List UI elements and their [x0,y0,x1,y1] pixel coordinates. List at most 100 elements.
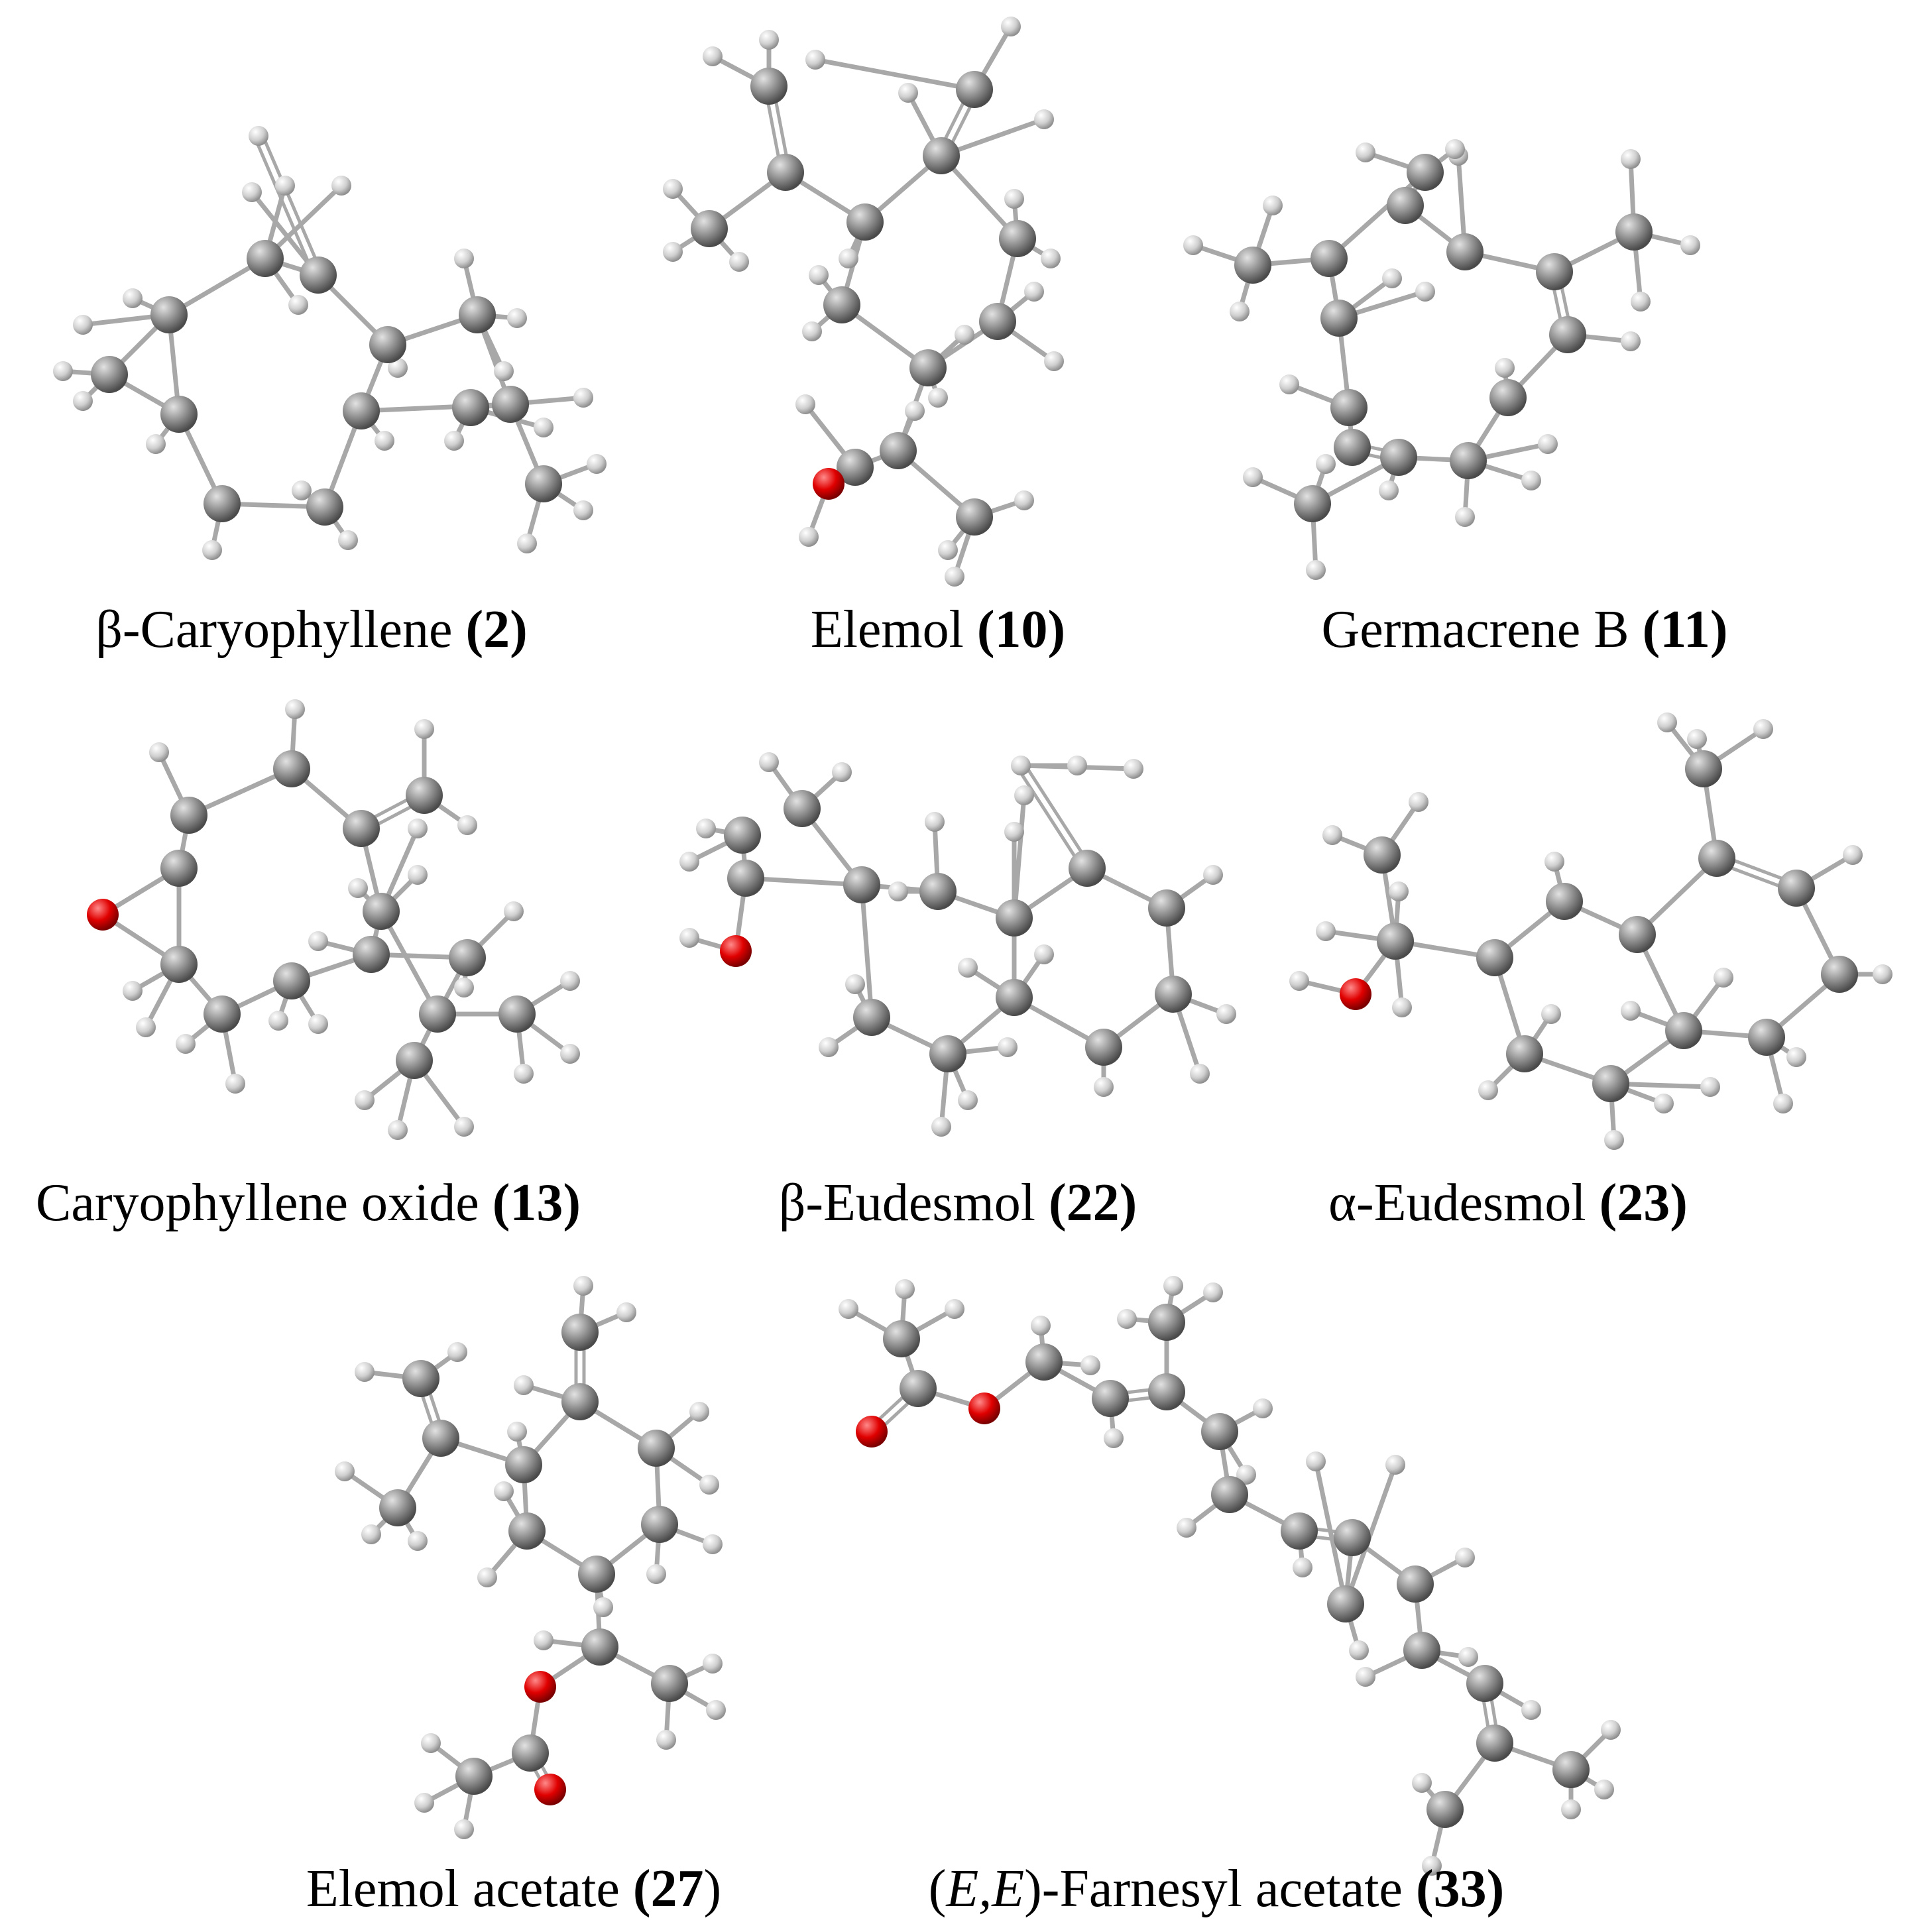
hydrogen-atom [225,1074,245,1094]
carbon-atom [1211,1476,1248,1513]
carbon-atom [1334,429,1371,466]
carbon-atom [1364,836,1401,874]
hydrogen-atom [832,762,852,782]
hydrogen-atom [1415,282,1435,302]
caption-number: 22 [1066,1174,1120,1232]
hydrogen-atom [1322,825,1342,845]
carbon-atom [837,449,874,486]
carbon-atom [379,1489,416,1526]
hydrogen-atom [1243,467,1263,487]
hydrogen-atom [1203,865,1223,885]
hydrogen-atom [703,46,723,66]
hydrogen-atom [945,567,964,587]
oxygen-atom [813,468,844,500]
carbon-atom [508,1512,546,1550]
hydrogen-atom [699,1475,719,1495]
hydrogen-atom [335,1461,355,1481]
carbon-atom [1446,233,1484,270]
hydrogen-atom [656,1730,676,1750]
oxygen-atom [1340,978,1371,1010]
hydrogen-atom [1067,756,1087,775]
carbon-atom [1592,1065,1629,1102]
molecule-model-m27 [335,1276,726,1839]
carbon-atom [273,962,310,999]
carbon-atom [1546,883,1583,920]
hydrogen-atom [696,819,716,838]
hydrogen-atom [1104,1428,1124,1448]
hydrogen-atom [454,978,474,997]
hydrogen-atom [958,1090,978,1110]
carbon-atom [1466,1665,1503,1702]
hydrogen-atom [202,540,222,560]
carbon-atom [1552,1751,1590,1788]
carbon-atom [1085,1029,1122,1066]
hydrogen-atom [587,454,607,474]
carbon-atom [452,389,489,426]
hydrogen-atom [1561,1799,1581,1819]
hydrogen-atom [507,308,527,328]
hydrogen-atom [998,1037,1018,1057]
carbon-atom [1148,889,1185,927]
hydrogen-atom [1316,921,1336,941]
carbon-atom [150,296,188,333]
carbon-atom [919,873,957,910]
carbon-atom [641,1506,678,1543]
hydrogen-atom [494,1481,514,1501]
carbon-atom [343,392,380,429]
molecule-model-m2 [53,126,607,560]
hydrogen-atom [1306,560,1326,580]
hydrogen-atom [802,321,822,341]
carbon-atom [1821,956,1858,993]
carbon-atom [1450,442,1487,479]
molecule-model-m22 [679,752,1236,1137]
hydrogen-atom [1541,1004,1561,1024]
carbon-atom [883,1320,920,1357]
hydrogen-atom [447,1342,467,1362]
single-bond [859,882,874,1020]
carbon-atom [449,939,486,976]
carbon-atom [1489,379,1527,416]
hydrogen-atom [1230,302,1250,321]
carbon-atom [1615,213,1653,251]
hydrogen-atom [1117,1309,1137,1329]
carbon-atom [1506,1035,1543,1072]
caption-beta-eudesmol: β-Eudesmol (22) [778,1174,1137,1232]
hydrogen-atom [408,1531,428,1551]
carbon-atom [638,1430,675,1467]
carbon-atom [170,797,207,834]
hydrogen-atom [454,1819,474,1839]
carbon-atom [1234,247,1271,284]
hydrogen-atom [839,249,858,268]
carbon-atom [996,979,1033,1016]
hydrogen-atom [1455,507,1475,527]
hydrogen-atom [706,1700,726,1720]
carbon-atom [823,286,860,323]
hydrogen-atom [663,179,683,199]
hydrogen-atom [308,1014,328,1034]
molecule-model-m11 [1183,139,1700,580]
carbon-atom [363,893,400,930]
hydrogen-atom [1024,282,1044,302]
hydrogen-atom [123,981,143,1001]
hydrogen-atom [444,431,464,451]
oxygen-atom [968,1392,1000,1424]
carbon-atom [578,1556,615,1593]
caption-name-prefix: ( [928,1860,947,1918]
double-bond [261,133,324,276]
double-bond [253,135,316,278]
hydrogen-atom [1654,1094,1674,1113]
hydrogen-atom [285,699,305,719]
hydrogen-atom [1521,471,1541,490]
hydrogen-atom [1631,292,1651,312]
oxygen-atom [856,1416,888,1448]
hydrogen-atom [1183,235,1203,255]
hydrogen-atom [573,1276,593,1296]
carbon-atom [1665,1012,1702,1049]
hydrogen-atom [1279,374,1299,394]
caption-number: 33 [1433,1860,1487,1918]
hydrogen-atom [593,1597,613,1617]
carbon-atom [422,1420,459,1457]
carbon-atom [1294,485,1331,522]
hydrogen-atom [73,315,93,335]
caption-name-suffix: )-Farnesyl acetate [1024,1860,1403,1918]
